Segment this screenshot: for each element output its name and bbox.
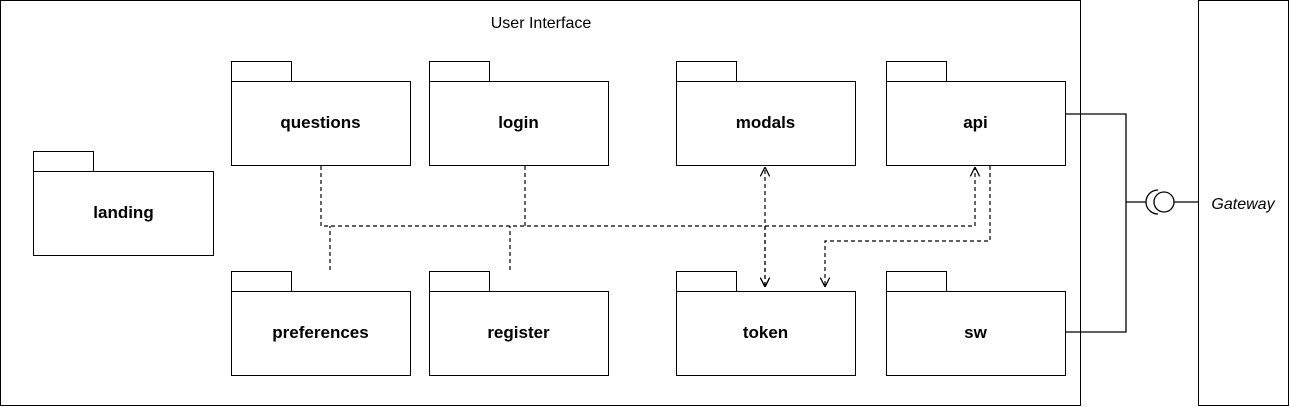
package-label-register: register [487, 323, 550, 342]
dependency-connectors [320, 166, 991, 286]
package-label-modals: modals [736, 113, 796, 132]
connector-api-gateway [1066, 113, 1127, 202]
package-label-token: token [743, 323, 788, 342]
dependency-api-token [825, 166, 991, 286]
ball-icon [1153, 191, 1175, 213]
package-questions[interactable]: questions [231, 61, 411, 166]
package-label-landing: landing [93, 203, 153, 222]
dependency-bus-api [765, 168, 975, 227]
gateway-label: Gateway [1211, 196, 1275, 213]
package-preferences[interactable]: preferences [231, 271, 411, 376]
package-token[interactable]: token [676, 271, 856, 376]
package-register[interactable]: register [429, 271, 609, 376]
package-label-preferences: preferences [272, 323, 368, 342]
package-sw[interactable]: sw [886, 271, 1066, 376]
package-label-api: api [963, 113, 988, 132]
package-api[interactable]: api [886, 61, 1066, 166]
package-modals[interactable]: modals [676, 61, 856, 166]
dependency-questions [320, 166, 765, 227]
package-login[interactable]: login [429, 61, 609, 166]
connector-sw-gateway [1066, 202, 1127, 333]
gateway-boundary: Gateway [1198, 0, 1289, 406]
gateway-connectors [1066, 113, 1198, 333]
socket-icon [1145, 189, 1159, 215]
package-label-questions: questions [280, 113, 360, 132]
boundary-title: User Interface [491, 15, 592, 32]
package-label-sw: sw [964, 323, 987, 342]
package-landing[interactable]: landing [33, 151, 214, 256]
package-label-login: login [498, 113, 539, 132]
